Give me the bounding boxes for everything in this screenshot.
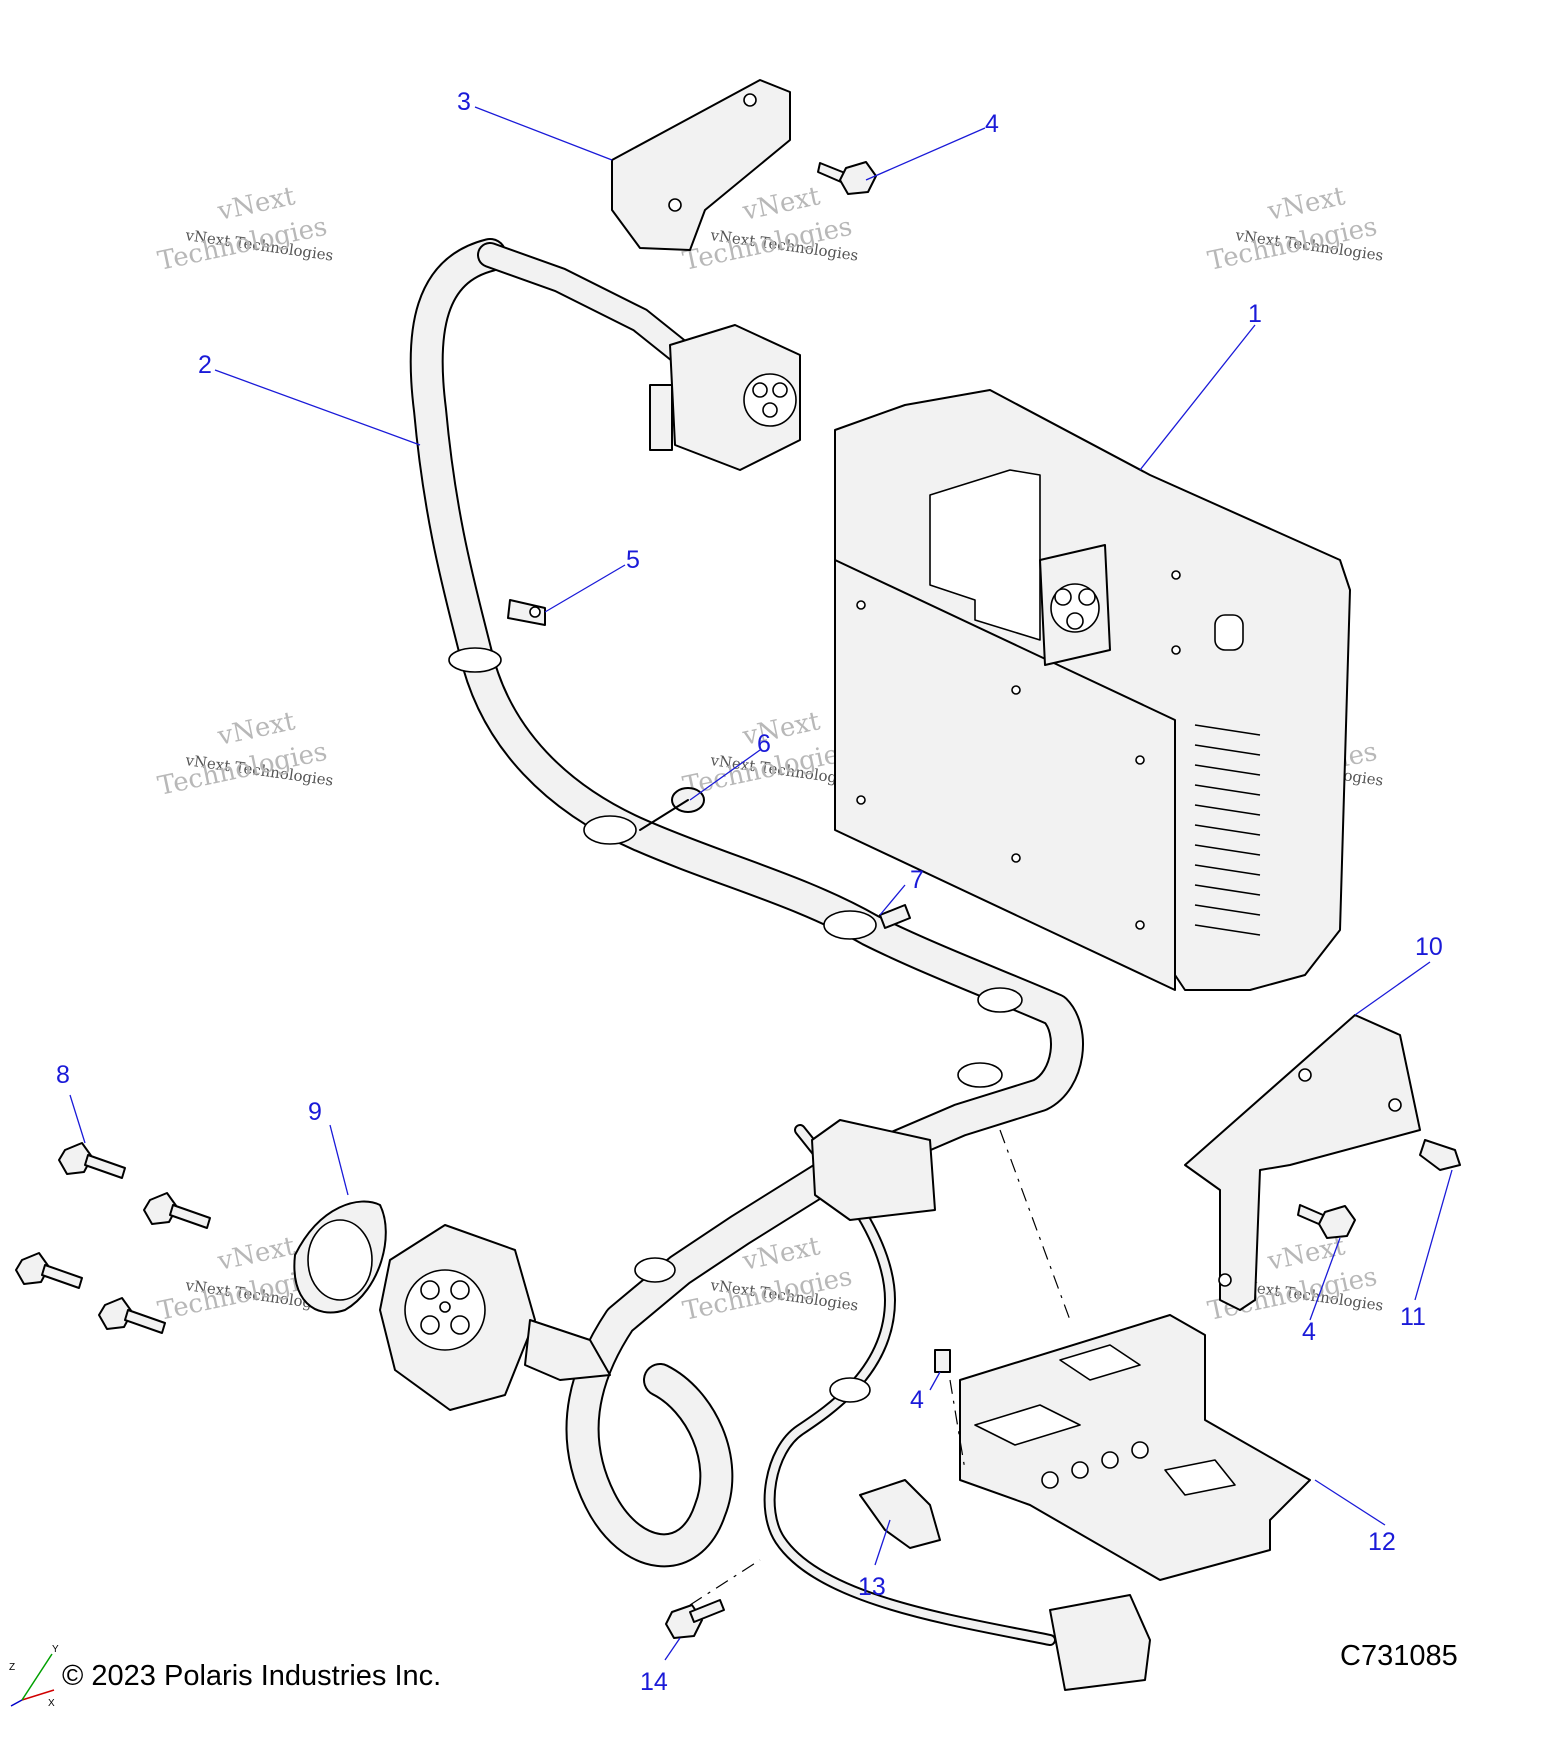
- axis-indicator: Z Y X: [9, 1644, 59, 1709]
- push-rivet-part-11[interactable]: [1419, 1139, 1461, 1171]
- callout-4: 4: [985, 110, 999, 138]
- bolt-part-8[interactable]: [58, 1142, 126, 1179]
- watermark: vNext vNext Technologies Technologies: [155, 706, 334, 802]
- mounting-plate-part-12[interactable]: [959, 1314, 1311, 1581]
- charging-inlet-part-9[interactable]: [293, 1200, 611, 1411]
- bolt-part-8[interactable]: [143, 1192, 211, 1229]
- callout-4: 4: [910, 1386, 924, 1414]
- axis-x-label: X: [48, 1698, 55, 1709]
- axis-y-label: Y: [52, 1644, 59, 1655]
- clip-part-5[interactable]: [507, 599, 546, 626]
- axis-z-label: Z: [9, 1662, 15, 1673]
- harness-clamp-group: [448, 647, 1023, 1403]
- watermark: vNext vNext Technologies Technologies: [1205, 181, 1384, 277]
- bolt-part-4-center[interactable]: [934, 1349, 951, 1373]
- bolt-part-8[interactable]: [15, 1252, 83, 1289]
- watermark: vNext vNext Technologies Technologies: [155, 181, 334, 277]
- leader-line-group: [69, 106, 1453, 1661]
- callout-7: 7: [910, 866, 924, 894]
- cooling-fins: [1194, 724, 1261, 936]
- push-pin-part-7[interactable]: [879, 904, 911, 929]
- bracket-part-3[interactable]: [611, 79, 791, 251]
- callout-6: 6: [757, 730, 771, 758]
- callout-11: 11: [1400, 1303, 1426, 1331]
- clip-part-6[interactable]: [639, 787, 705, 831]
- bracket-part-13[interactable]: [859, 1479, 941, 1549]
- callout-3: 3: [457, 88, 471, 116]
- callout-1: 1: [1248, 300, 1262, 328]
- callout-14: 14: [640, 1668, 668, 1696]
- drawing-id: C731085: [1340, 1640, 1458, 1672]
- callout-12: 12: [1368, 1528, 1396, 1556]
- bolt-group-part-8[interactable]: [15, 1142, 211, 1334]
- bolt-part-4-right[interactable]: [1297, 1204, 1356, 1239]
- callout-group: 1 2 3 4 4 4 5 6 7 8 9 10 11 12 13 14: [56, 88, 1443, 1696]
- callout-10: 10: [1415, 933, 1443, 961]
- callout-2: 2: [198, 351, 212, 379]
- callout-13: 13: [858, 1573, 886, 1601]
- wire-harness-part-2[interactable]: [409, 238, 1151, 1691]
- callout-9: 9: [308, 1098, 322, 1126]
- assembly-line-group: [689, 1129, 1071, 1606]
- callout-4: 4: [1302, 1318, 1316, 1346]
- copyright-text: © 2023 Polaris Industries Inc.: [62, 1660, 442, 1692]
- bolt-part-4-top[interactable]: [817, 161, 877, 195]
- bracket-part-10[interactable]: [1184, 1014, 1421, 1311]
- bolt-part-8[interactable]: [98, 1297, 166, 1334]
- callout-8: 8: [56, 1061, 70, 1089]
- charger-module-part-1[interactable]: [834, 389, 1351, 991]
- bolt-part-14[interactable]: [665, 1599, 725, 1639]
- callout-5: 5: [626, 546, 640, 574]
